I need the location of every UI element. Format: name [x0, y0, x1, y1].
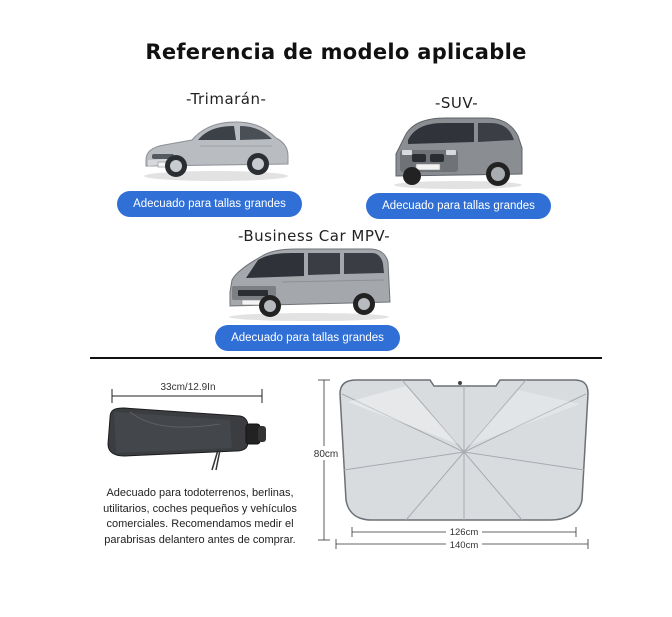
inner-width-label: 126cm [450, 527, 479, 538]
folded-length-label: 33cm/12.9In [160, 382, 215, 393]
fit-badge-mpv: Adecuado para tallas grandes [215, 325, 400, 351]
folded-sunshade-icon: 33cm/12.9In [107, 382, 266, 471]
fit-badge-suv: Adecuado para tallas grandes [366, 193, 551, 219]
height-label: 80cm [314, 449, 338, 460]
open-sunshade-icon: 80cm 126cm 140cm [312, 379, 589, 551]
fit-badge-trimaran: Adecuado para tallas grandes [117, 191, 302, 217]
page-title: Referencia de modelo aplicable [145, 40, 527, 64]
model-label-trimaran: -Trimarán- [186, 90, 267, 108]
model-label-suv: -SUV- [435, 94, 479, 112]
suv-car-icon [394, 117, 523, 189]
mpv-van-icon [229, 248, 391, 321]
coupe-car-icon [144, 121, 289, 181]
model-label-mpv: -Business Car MPV- [238, 227, 391, 245]
outer-width-label: 140cm [450, 540, 479, 551]
section-divider [90, 357, 602, 359]
product-description: Adecuado para todoterrenos, berlinas, ut… [103, 487, 297, 546]
